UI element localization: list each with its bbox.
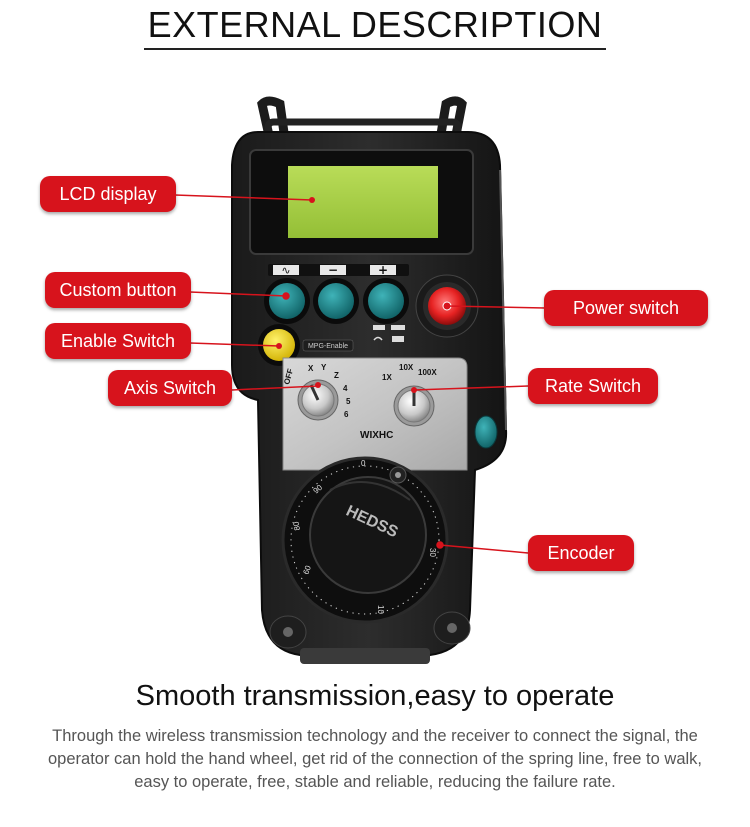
- leader-encoder: [439, 544, 529, 554]
- encoder-wheel[interactable]: [309, 476, 427, 594]
- encoder-dial-ring: [290, 465, 440, 615]
- status-battery-icon: [391, 325, 405, 330]
- status-signal-icon: [373, 325, 385, 330]
- device-illustration: ∿ − + MPG-Enable OFF X Y Z 4 5 6 1X 10X …: [174, 96, 546, 664]
- label-rate-switch: Rate Switch: [528, 368, 658, 404]
- custom-button-2[interactable]: [318, 283, 354, 319]
- rate-100x-label: 100X: [418, 368, 437, 377]
- dial-80-label: 80: [291, 520, 302, 531]
- axis-4-label: 4: [343, 384, 348, 393]
- axis-off-label: OFF: [282, 368, 295, 386]
- axis-z-label: Z: [334, 371, 339, 380]
- side-button[interactable]: [474, 415, 498, 449]
- btn-label-wave: [273, 265, 299, 275]
- rate-1x-label: 1X: [382, 373, 392, 382]
- dial-0-label: 0: [361, 459, 366, 468]
- hanger-hook: [257, 96, 467, 145]
- leader-rate: [413, 385, 529, 391]
- custom-button-3[interactable]: [368, 283, 404, 319]
- minus-icon: −: [328, 263, 338, 277]
- btn-label-minus: [320, 265, 346, 275]
- leader-custom: [189, 291, 287, 297]
- leader-enable: [189, 342, 280, 347]
- btn-label-plus: [370, 265, 396, 275]
- leader-axis: [231, 385, 319, 391]
- section-description: Through the wireless transmission techno…: [48, 727, 702, 791]
- label-axis-switch: Axis Switch: [108, 370, 232, 406]
- axis-6-label: 6: [344, 410, 349, 419]
- section-subtitle: Smooth transmission,easy to operate: [135, 680, 615, 712]
- dial-60-label: 60: [301, 564, 313, 576]
- dial-30-label: 30: [428, 548, 437, 557]
- label-power-switch: Power switch: [544, 290, 708, 326]
- label-custom-button: Custom button: [45, 272, 191, 308]
- rate-10x-label: 10X: [399, 363, 414, 372]
- plus-icon: +: [378, 263, 388, 277]
- leader-lcd: [174, 194, 313, 201]
- axis-x-label: X: [308, 364, 314, 373]
- custom-button-1[interactable]: [269, 283, 305, 319]
- axis-y-label: Y: [321, 363, 327, 372]
- axis-5-label: 5: [346, 397, 351, 406]
- page-title: EXTERNAL DESCRIPTION: [0, 4, 750, 50]
- wave-icon: ∿: [281, 264, 290, 277]
- mpg-enable-label: MPG-Enable: [308, 343, 348, 350]
- label-encoder: Encoder: [528, 535, 634, 571]
- brand-label: WIXHC: [360, 430, 393, 441]
- leader-power: [446, 305, 546, 309]
- label-lcd-display: LCD display: [40, 176, 176, 212]
- dial-10-label: 10: [376, 605, 385, 614]
- label-enable-switch: Enable Switch: [45, 323, 191, 359]
